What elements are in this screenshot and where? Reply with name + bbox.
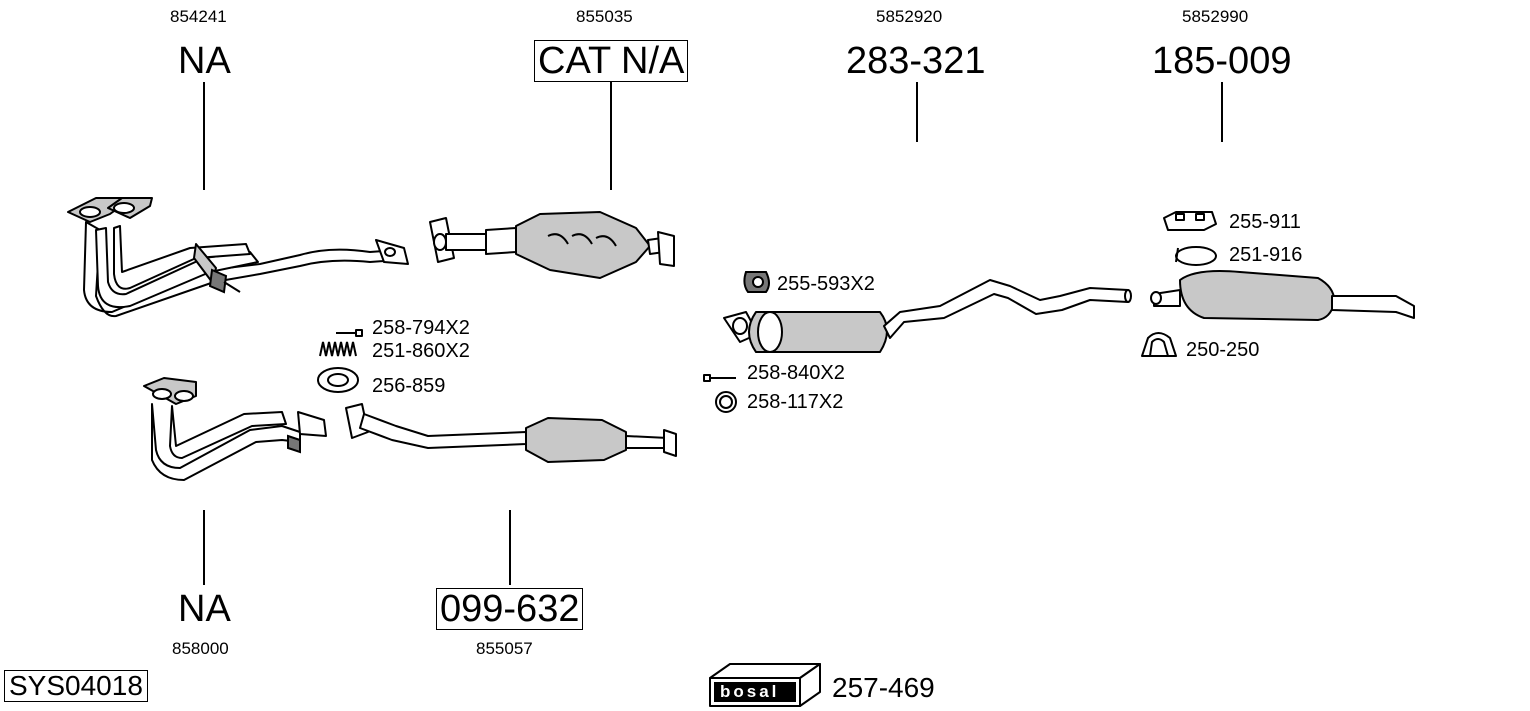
part-label-256-859: 256-859: [372, 375, 446, 397]
part-label-255-593: 255-593X2: [777, 273, 875, 295]
middle-silencer-part: [723, 279, 1132, 353]
gasket-ring-icon: [317, 367, 359, 393]
long-bolt-icon: [703, 374, 736, 382]
oem-number-855057: 855057: [476, 639, 533, 658]
part-label-251-916: 251-916: [1229, 244, 1303, 266]
oem-number-855035: 855035: [576, 7, 633, 26]
rubber-mount-icon: [743, 271, 770, 293]
part-number-283-321: 283-321: [846, 40, 986, 82]
part-label-250-250: 250-250: [1186, 339, 1260, 361]
oem-number-5852920: 5852920: [876, 7, 943, 26]
part-label-258-794: 258-794X2: [372, 317, 470, 339]
oem-number-854241: 854241: [170, 7, 227, 26]
u-clamp-icon: [1141, 332, 1177, 357]
kit-code: 257-469: [832, 672, 935, 703]
oem-number-5852990: 5852990: [1182, 7, 1249, 26]
spring-icon: [319, 341, 357, 357]
manifold-upper-part: [67, 197, 409, 318]
part-number-na-top: NA: [178, 40, 231, 82]
part-number-cat-na: CAT N/A: [534, 40, 689, 82]
part-label-255-911: 255-911: [1229, 211, 1301, 233]
part-label-251-860: 251-860X2: [372, 340, 470, 362]
clamp-band-icon: [1175, 246, 1217, 266]
part-label-258-117: 258-117X2: [747, 391, 844, 413]
manifold-lower-part: [143, 377, 327, 481]
part-number-099-632: 099-632: [436, 588, 584, 630]
bolt-icon: [336, 329, 363, 337]
oem-number-858000: 858000: [172, 639, 229, 658]
part-number-185-009: 185-009: [1152, 40, 1292, 82]
seal-ring-icon: [715, 391, 737, 413]
bosal-logo-box: [709, 663, 821, 707]
catalytic-converter-lower: [345, 403, 677, 463]
hanger-bracket-icon: [1163, 211, 1217, 231]
rear-silencer-part: [1150, 270, 1415, 321]
part-number-na-bottom: NA: [178, 588, 231, 630]
catalytic-converter-upper: [429, 211, 675, 279]
brand-logo-text: bosal: [720, 682, 780, 701]
part-label-258-840: 258-840X2: [747, 362, 845, 384]
system-code: SYS04018: [4, 670, 148, 702]
